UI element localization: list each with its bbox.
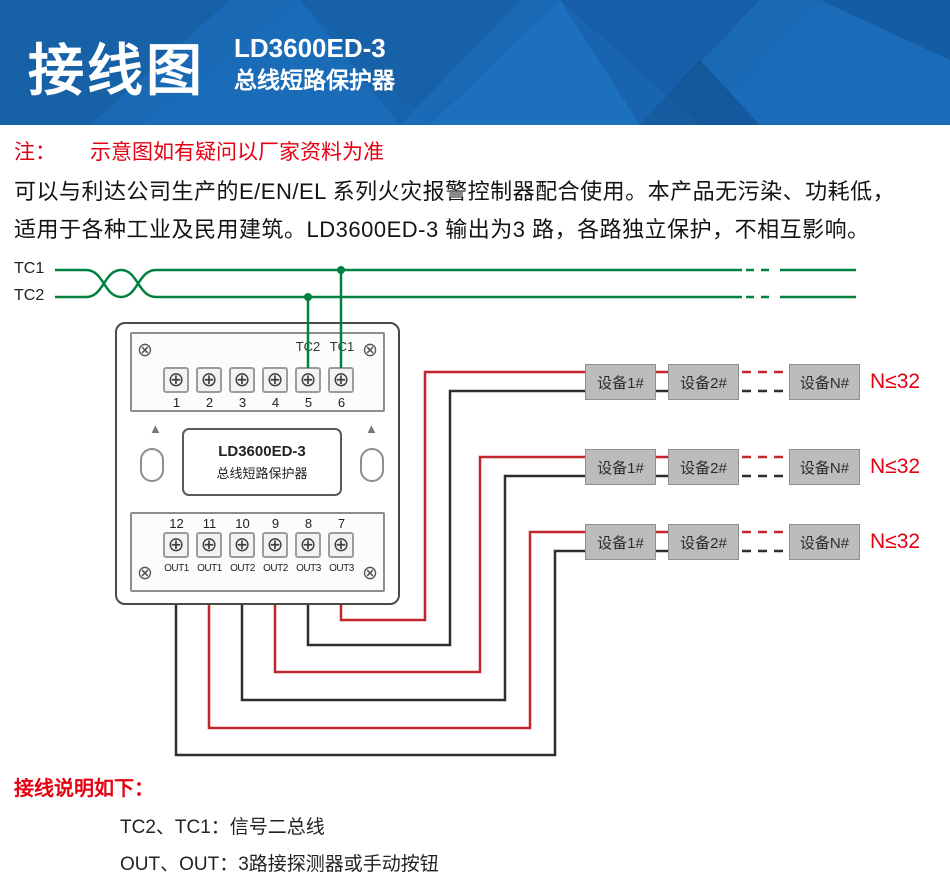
header-pattern bbox=[0, 0, 950, 125]
bottom-terminal-numbers: 12 11 10 9 8 7 bbox=[160, 516, 358, 531]
bus-label-tc2: TC2 bbox=[14, 287, 45, 304]
description-line-1: 可以与利达公司生产的E/EN/EL 系列火灾报警控制器配合使用。本产品无污染、功… bbox=[14, 179, 896, 204]
device-box: 设备1# bbox=[585, 364, 656, 400]
terminal-number: 11 bbox=[202, 516, 217, 531]
corner-screw-icon: ⊗ bbox=[137, 563, 153, 584]
device-limit: N≤32 bbox=[870, 530, 921, 553]
device-box: 设备1# bbox=[585, 449, 656, 485]
model-name: LD3600ED-3 bbox=[234, 33, 386, 63]
header-banner: 接线图 LD3600ED-3 总线短路保护器 bbox=[0, 0, 950, 125]
bottom-terminal-strip: 12 11 10 9 8 7 ⊕ ⊕ ⊕ ⊕ ⊕ ⊕ OUT1 OUT1 OUT… bbox=[130, 512, 385, 592]
terminal-screw-icon: ⊕ bbox=[295, 532, 321, 558]
footer-item-tc: TC2、TC1：信号二总线 bbox=[120, 817, 325, 838]
footer-item-out: OUT、OUT：3路接探测器或手动按钮 bbox=[120, 854, 439, 875]
terminal-number: 8 bbox=[304, 516, 313, 531]
mounting-slot bbox=[140, 448, 164, 482]
terminal-screw-icon: ⊕ bbox=[295, 367, 321, 393]
product-name: 总线短路保护器 bbox=[234, 66, 395, 93]
terminal-label: OUT1 bbox=[197, 563, 222, 574]
bus-label-tc1: TC1 bbox=[14, 260, 45, 277]
bottom-terminals: ⊕ ⊕ ⊕ ⊕ ⊕ ⊕ bbox=[163, 532, 354, 558]
terminal-screw-icon: ⊕ bbox=[262, 367, 288, 393]
device-box: 设备N# bbox=[789, 524, 860, 560]
terminal-screw-icon: ⊕ bbox=[262, 532, 288, 558]
device-box: 设备2# bbox=[668, 449, 739, 485]
corner-screw-icon: ⊗ bbox=[137, 340, 153, 361]
terminal-screw-icon: ⊕ bbox=[229, 367, 255, 393]
device-box: 设备1# bbox=[585, 524, 656, 560]
description-line-2: 适用于各种工业及民用建筑。LD3600ED-3 输出为3 路，各路独立保护，不相… bbox=[14, 217, 870, 242]
terminal-label: OUT1 bbox=[164, 563, 189, 574]
triangle-up-icon: ▲ bbox=[365, 421, 378, 436]
protector-device: ⊗ ⊗ TC2 TC1 ⊕ ⊕ ⊕ ⊕ ⊕ ⊕ 1 2 3 4 5 6 ▲ ▲ bbox=[115, 322, 400, 605]
top-terminal-strip: ⊗ ⊗ TC2 TC1 ⊕ ⊕ ⊕ ⊕ ⊕ ⊕ 1 2 3 4 5 6 bbox=[130, 332, 385, 412]
terminal-screw-icon: ⊕ bbox=[328, 532, 354, 558]
corner-screw-icon: ⊗ bbox=[362, 340, 378, 361]
page-title: 接线图 bbox=[28, 39, 205, 102]
device-limit: N≤32 bbox=[870, 370, 921, 393]
device-type: 总线短路保护器 bbox=[216, 465, 308, 481]
terminal-number: 5 bbox=[304, 395, 313, 410]
terminal-label-tc1: TC1 bbox=[329, 339, 355, 354]
terminal-number: 1 bbox=[172, 395, 181, 410]
terminal-number: 3 bbox=[238, 395, 247, 410]
device-box: 设备2# bbox=[668, 524, 739, 560]
terminal-label: OUT3 bbox=[296, 563, 321, 574]
footer-title: 接线说明如下： bbox=[14, 778, 154, 800]
device-box: 设备N# bbox=[789, 364, 860, 400]
device-box: 设备2# bbox=[668, 364, 739, 400]
device-box: 设备N# bbox=[789, 449, 860, 485]
terminal-number: 12 bbox=[169, 516, 184, 531]
triangle-up-icon: ▲ bbox=[149, 421, 162, 436]
note-text: 示意图如有疑问以厂家资料为准 bbox=[90, 141, 384, 164]
top-terminal-numbers: 1 2 3 4 5 6 bbox=[160, 395, 358, 410]
terminal-number: 6 bbox=[337, 395, 346, 410]
terminal-number: 10 bbox=[235, 516, 250, 531]
terminal-label-tc2: TC2 bbox=[295, 339, 321, 354]
corner-screw-icon: ⊗ bbox=[362, 563, 378, 584]
device-nameplate: LD3600ED-3 总线短路保护器 bbox=[182, 428, 342, 496]
terminal-screw-icon: ⊕ bbox=[196, 532, 222, 558]
terminal-label: OUT2 bbox=[230, 563, 255, 574]
terminal-screw-icon: ⊕ bbox=[196, 367, 222, 393]
terminal-screw-icon: ⊕ bbox=[229, 532, 255, 558]
device-model: LD3600ED-3 bbox=[218, 442, 306, 460]
top-terminals: ⊕ ⊕ ⊕ ⊕ ⊕ ⊕ bbox=[163, 367, 354, 393]
terminal-screw-icon: ⊕ bbox=[163, 532, 189, 558]
mounting-slot bbox=[360, 448, 384, 482]
terminal-screw-icon: ⊕ bbox=[163, 367, 189, 393]
terminal-number: 9 bbox=[271, 516, 280, 531]
terminal-label: OUT3 bbox=[329, 563, 354, 574]
header-subtitle: LD3600ED-3 总线短路保护器 bbox=[234, 32, 395, 96]
device-limit: N≤32 bbox=[870, 455, 921, 478]
terminal-label: OUT2 bbox=[263, 563, 288, 574]
bottom-terminal-labels: OUT1 OUT1 OUT2 OUT2 OUT3 OUT3 bbox=[160, 563, 358, 574]
terminal-screw-icon: ⊕ bbox=[328, 367, 354, 393]
terminal-number: 7 bbox=[337, 516, 346, 531]
terminal-number: 4 bbox=[271, 395, 280, 410]
terminal-number: 2 bbox=[205, 395, 214, 410]
note-label: 注： bbox=[14, 141, 56, 164]
disclaimer-note: 注： 示意图如有疑问以厂家资料为准 bbox=[14, 136, 384, 166]
